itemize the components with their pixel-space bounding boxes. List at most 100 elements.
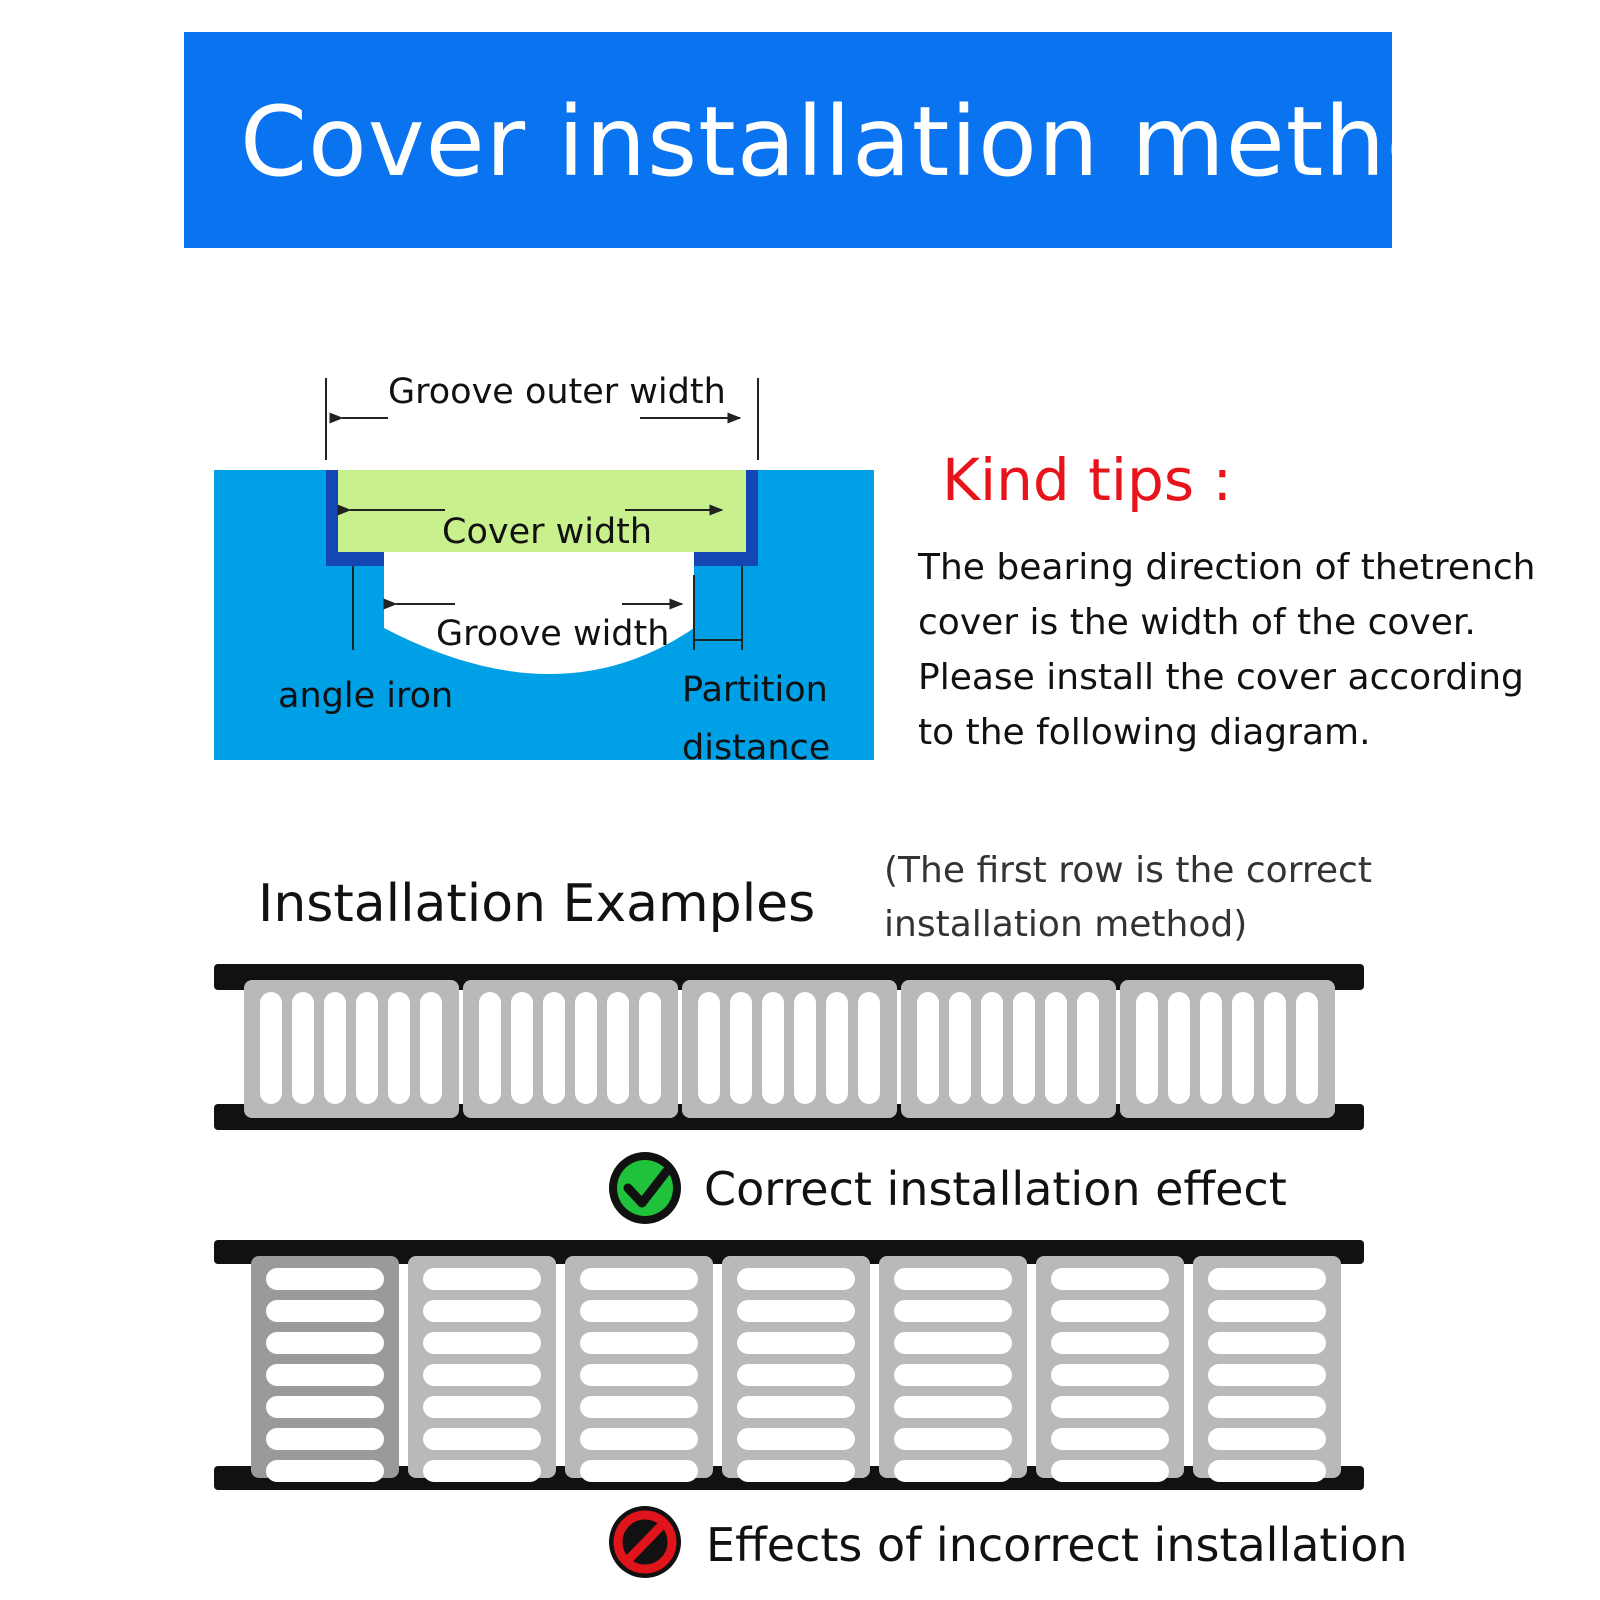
partition-label: Partition: [682, 670, 828, 710]
tips-line: Please install the cover according: [918, 657, 1524, 698]
distance-label: distance: [682, 728, 831, 768]
grating-slot: [1013, 992, 1035, 1104]
grating-slot: [1296, 992, 1318, 1104]
grating-slot: [511, 992, 533, 1104]
examples-note: (The first row is the correct installati…: [884, 844, 1372, 952]
page-title: Cover installation method: [240, 86, 1508, 198]
grating-slot: [580, 1332, 698, 1354]
grating-slot: [1232, 992, 1254, 1104]
grating-slot: [981, 992, 1003, 1104]
grating-slot: [737, 1300, 855, 1322]
tips-heading: Kind tips :: [942, 446, 1233, 514]
grating-slot: [1051, 1428, 1169, 1450]
grating-slot: [580, 1300, 698, 1322]
grating-slot: [1208, 1268, 1326, 1290]
grating-slot: [580, 1364, 698, 1386]
grating-slot: [826, 992, 848, 1104]
grating-slot: [266, 1268, 384, 1290]
grating-slot: [575, 992, 597, 1104]
grating-slot: [423, 1268, 541, 1290]
grating-slot: [737, 1396, 855, 1418]
grating-slot: [479, 992, 501, 1104]
grating-slot: [266, 1364, 384, 1386]
tips-line: to the following diagram.: [918, 712, 1371, 753]
grating-slot: [894, 1364, 1012, 1386]
examples-title: Installation Examples: [258, 874, 816, 934]
grating-slot: [1045, 992, 1067, 1104]
correct-installation-grating: [214, 964, 1364, 1130]
check-icon: [609, 1152, 681, 1224]
grating-slot: [423, 1332, 541, 1354]
note-line: (The first row is the correct: [884, 850, 1372, 891]
grating-slot: [730, 992, 752, 1104]
grating-slot: [917, 992, 939, 1104]
grating-slot: [1208, 1460, 1326, 1482]
title-banner: Cover installation method: [184, 32, 1507, 248]
grating-slot: [1208, 1428, 1326, 1450]
groove-outer-width-label: Groove outer width: [388, 372, 726, 412]
grating-slot: [580, 1268, 698, 1290]
grating-slot: [607, 992, 629, 1104]
grating-slot: [1051, 1460, 1169, 1482]
grating-slot: [260, 992, 282, 1104]
grating-slot: [292, 992, 314, 1104]
tips-text: The bearing direction of thetrench cover…: [918, 540, 1568, 760]
prohibited-icon: [609, 1506, 681, 1578]
grating-slot: [266, 1428, 384, 1450]
grating-slot: [580, 1460, 698, 1482]
incorrect-installation-grating: [214, 1240, 1364, 1490]
grating-slot: [1051, 1268, 1169, 1290]
grating-slot: [737, 1364, 855, 1386]
grating-slot: [1051, 1300, 1169, 1322]
grating-slot: [1208, 1332, 1326, 1354]
grating-slot: [1136, 992, 1158, 1104]
grating-slot: [580, 1396, 698, 1418]
grating-slot: [1208, 1364, 1326, 1386]
note-line: installation method): [884, 904, 1248, 945]
grating-slot: [266, 1300, 384, 1322]
grating-slot: [894, 1268, 1012, 1290]
grating-slot: [423, 1428, 541, 1450]
grating-slot: [423, 1300, 541, 1322]
grating-slot: [324, 992, 346, 1104]
cover-width-label: Cover width: [442, 512, 653, 552]
grating-slot: [949, 992, 971, 1104]
grating-slot: [423, 1460, 541, 1482]
grating-slot: [388, 992, 410, 1104]
grating-slot: [1168, 992, 1190, 1104]
groove-cavity: [384, 552, 694, 674]
grating-slot: [894, 1300, 1012, 1322]
grating-slot: [894, 1460, 1012, 1482]
grating-slot: [894, 1396, 1012, 1418]
grating-slot: [266, 1332, 384, 1354]
grating-slot: [266, 1460, 384, 1482]
grating-slot: [1264, 992, 1286, 1104]
grating-slot: [737, 1332, 855, 1354]
correct-caption: Correct installation effect: [704, 1162, 1287, 1216]
groove-width-label: Groove width: [436, 614, 670, 654]
grating-slot: [543, 992, 565, 1104]
grating-slot: [1051, 1332, 1169, 1354]
grating-slot: [1077, 992, 1099, 1104]
grating-slot: [1200, 992, 1222, 1104]
grating-slot: [894, 1428, 1012, 1450]
grating-slot: [1208, 1396, 1326, 1418]
grating-slot: [423, 1396, 541, 1418]
grating-slot: [639, 992, 661, 1104]
angle-iron-frame: [326, 470, 758, 566]
grating-slot: [356, 992, 378, 1104]
grating-slot: [1208, 1300, 1326, 1322]
grating-slot: [1051, 1396, 1169, 1418]
grating-slot: [1051, 1364, 1169, 1386]
grating-slot: [266, 1396, 384, 1418]
tips-line: The bearing direction of thetrench: [918, 547, 1536, 588]
grating-slot: [737, 1268, 855, 1290]
angle-iron-label: angle iron: [278, 676, 454, 716]
grating-slot: [894, 1332, 1012, 1354]
cross-section-diagram: [214, 378, 874, 760]
grating-slot: [698, 992, 720, 1104]
grating-slot: [737, 1460, 855, 1482]
grating-slot: [737, 1428, 855, 1450]
grating-slot: [423, 1364, 541, 1386]
